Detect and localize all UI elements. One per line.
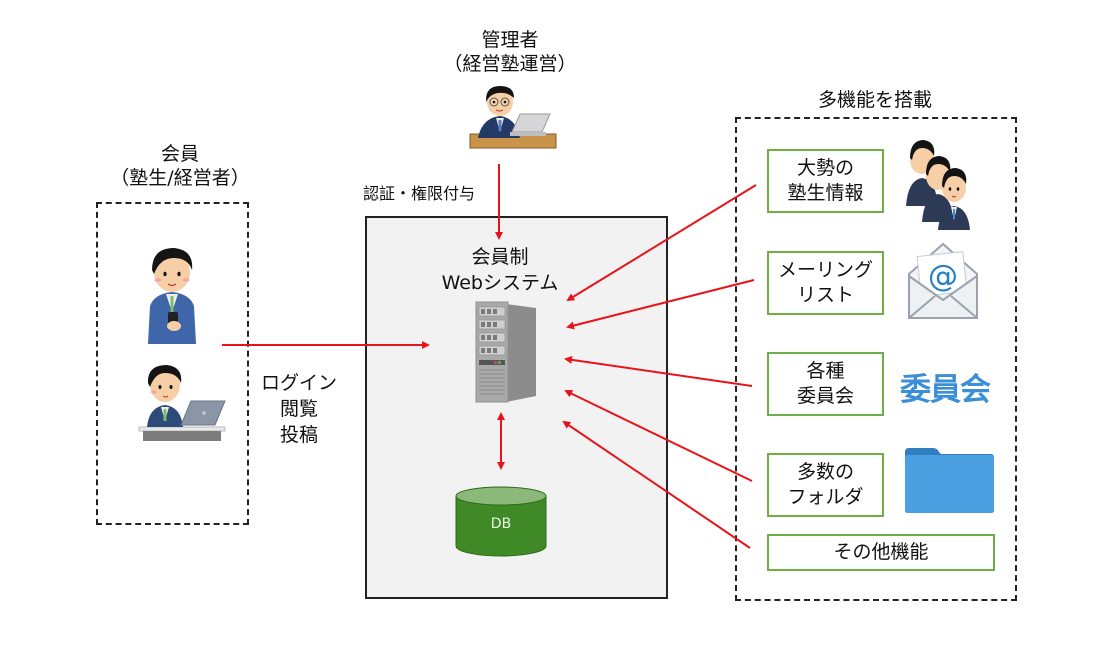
admin-action-label: 認証・権限付与 [363, 184, 476, 203]
action-login: ログイン [260, 372, 337, 394]
features-title: 多機能を搭載 [817, 89, 932, 111]
web-system-title: 会員制 Webシステム [365, 244, 635, 296]
members-group-box [96, 202, 249, 525]
arrow-feature-student-info [566, 184, 757, 302]
arrow-feature-committees [564, 355, 753, 387]
feature-student-info-line2: 塾生情報 [787, 182, 864, 204]
email-envelope-icon: @ [908, 242, 978, 319]
feature-other: その他機能 [767, 534, 995, 571]
feature-student-info: 大勢の 塾生情報 [767, 149, 884, 213]
feature-committees-line1: 各種 [806, 360, 845, 382]
member-at-laptop-icon [138, 365, 226, 441]
features-group-box [735, 117, 1017, 601]
arrow-feature-folders [564, 390, 753, 482]
feature-folders-line2: フォルダ [787, 486, 864, 508]
feature-student-info-line1: 大勢の [796, 157, 854, 179]
arrow-feature-other [562, 420, 751, 549]
admin-title: 管理者 （経営塾運営） [400, 28, 620, 76]
database-cylinder [455, 486, 547, 557]
action-browse: 閲覧 [279, 398, 318, 420]
group-of-people-icon [906, 140, 970, 230]
admin-title-line1: 管理者 [481, 29, 539, 51]
admin-at-laptop-icon [469, 86, 557, 149]
feature-folders-line1: 多数の [796, 461, 854, 483]
members-title: 会員 （塾生/経営者） [80, 142, 280, 190]
feature-other-label: その他機能 [833, 541, 929, 563]
members-action-label: ログイン 閲覧 投稿 [254, 370, 344, 448]
web-system-title-line2: Webシステム [441, 272, 559, 294]
committee-text-icon: 委員会 [900, 372, 991, 408]
feature-folders: 多数の フォルダ [767, 453, 884, 517]
feature-committees-line2: 委員会 [796, 385, 854, 407]
web-system-title-line1: 会員制 [471, 246, 529, 268]
members-title-line2: （塾生/経営者） [110, 167, 250, 189]
feature-committees: 各種 委員会 [767, 352, 884, 416]
server-tower-icon [475, 301, 536, 403]
arrow-feature-mailing-list [566, 279, 755, 330]
feature-mailing-list-line2: リスト [796, 284, 854, 306]
svg-text:@: @ [928, 259, 958, 294]
folder-icon [905, 448, 994, 513]
action-post: 投稿 [279, 424, 318, 446]
admin-title-line2: （経営塾運営） [443, 53, 577, 75]
member-with-smartphone-icon [148, 248, 196, 344]
db-label: DB [490, 516, 512, 532]
feature-mailing-list: メーリング リスト [767, 251, 884, 315]
members-title-line1: 会員 [160, 143, 199, 165]
feature-mailing-list-line1: メーリング [777, 259, 873, 281]
